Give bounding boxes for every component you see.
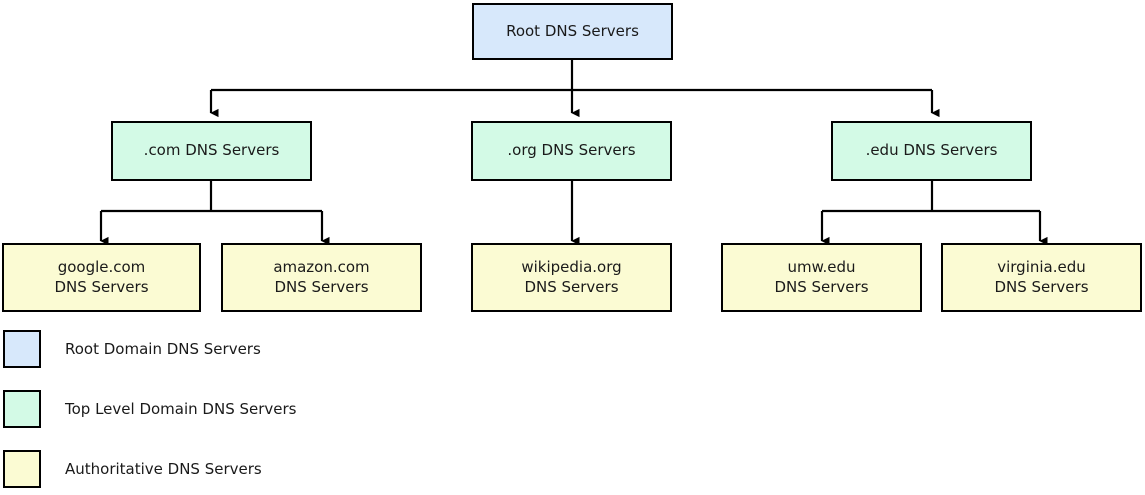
legend-row-authoritative: Authoritative DNS Servers [3, 450, 262, 488]
node-com-dns-servers[interactable]: .com DNS Servers [111, 121, 312, 181]
legend-row-tld: Top Level Domain DNS Servers [3, 390, 296, 428]
node-org-dns-servers[interactable]: .org DNS Servers [471, 121, 672, 181]
node-virginia-edu-dns-servers[interactable]: virginia.edu DNS Servers [941, 243, 1142, 312]
node-umw-edu-dns-servers[interactable]: umw.edu DNS Servers [721, 243, 922, 312]
node-edu-dns-servers[interactable]: .edu DNS Servers [831, 121, 1032, 181]
node-root-dns-servers[interactable]: Root DNS Servers [472, 3, 673, 60]
legend-row-root: Root Domain DNS Servers [3, 330, 261, 368]
node-google-com-dns-servers[interactable]: google.com DNS Servers [2, 243, 201, 312]
legend-swatch-authoritative [3, 450, 41, 488]
legend-label-root-domain: Root Domain DNS Servers [65, 340, 261, 358]
legend-swatch-root-domain [3, 330, 41, 368]
legend-label-top-level-domain: Top Level Domain DNS Servers [65, 400, 297, 418]
node-wikipedia-org-dns-servers[interactable]: wikipedia.org DNS Servers [471, 243, 672, 312]
node-amazon-com-dns-servers[interactable]: amazon.com DNS Servers [221, 243, 422, 312]
legend-swatch-top-level-domain [3, 390, 41, 428]
legend-label-authoritative: Authoritative DNS Servers [65, 460, 262, 478]
